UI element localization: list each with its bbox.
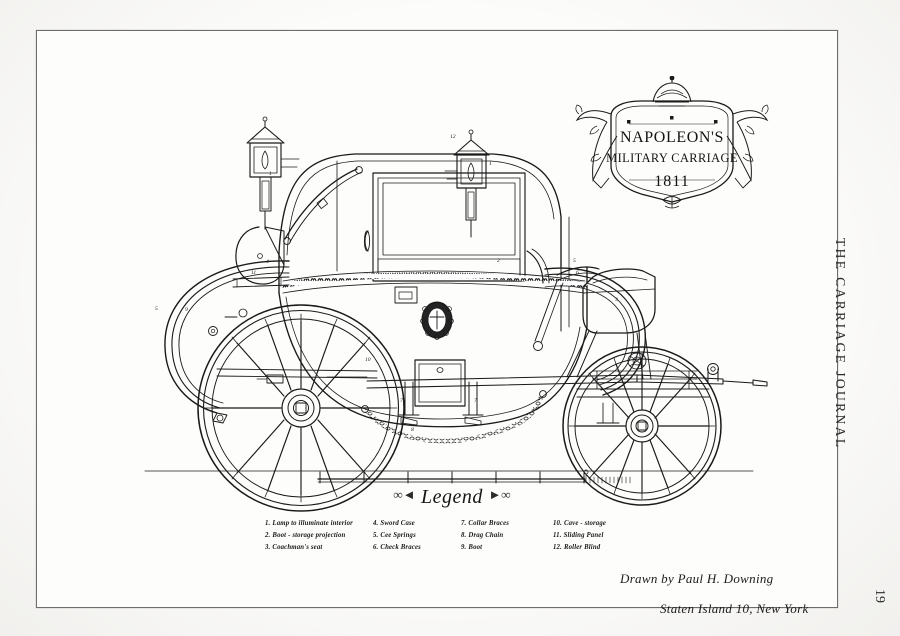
- legend-item-number: 5.: [373, 531, 379, 539]
- legend-column-1: 1.Lamp to illuminate interior 2.Boot - s…: [265, 518, 373, 554]
- svg-text:11: 11: [251, 270, 256, 276]
- page-number: 19: [872, 589, 887, 603]
- legend-item-number: 6.: [373, 543, 379, 551]
- rear-lamp: [246, 116, 300, 230]
- legend-item: 11.Sliding Panel: [553, 530, 653, 542]
- legend-flourish-left: ∞◄: [393, 487, 416, 502]
- check-braces: [283, 166, 550, 284]
- legend-column-2: 4.Sword Case 5.Cee Springs 6.Check Brace…: [373, 518, 461, 554]
- legend-columns: 1.Lamp to illuminate interior 2.Boot - s…: [217, 518, 687, 554]
- rear-wheel: [197, 304, 405, 512]
- legend-item: 1.Lamp to illuminate interior: [265, 518, 373, 530]
- title-cartouche: NAPOLEON'S MILITARY CARRIAGE 1811: [567, 75, 777, 211]
- signature-line-1: Drawn by Paul H. Downing: [620, 571, 774, 586]
- cartouche-line-3: 1811: [654, 173, 690, 190]
- legend-item-number: 3.: [265, 543, 271, 551]
- legend-item: 3.Coachman's seat: [265, 542, 373, 554]
- coachmans-seat: [533, 266, 656, 380]
- carriage-line-art: 1 1 2 3 4 5 5 6 7 7 8 9 10 11 12: [144, 116, 768, 512]
- svg-text:7: 7: [400, 398, 403, 404]
- cartouche-line-2: MILITARY CARRIAGE: [606, 151, 738, 165]
- legend-item-label: Lamp to illuminate interior: [272, 520, 353, 527]
- legend: ∞◄ Legend ►∞ 1.Lamp to illuminate interi…: [217, 486, 687, 554]
- legend-item-label: Sliding Panel: [563, 531, 604, 539]
- undercarriage-perch: [216, 363, 768, 389]
- legend-item-number: 9.: [461, 543, 467, 551]
- legend-item: 5.Cee Springs: [373, 530, 461, 542]
- carriage-drawing: 1 1 2 3 4 5 5 6 7 7 8 9 10 11 12: [37, 31, 837, 616]
- svg-text:6: 6: [576, 270, 579, 276]
- legend-column-4: 10.Cave - storage 11.Sliding Panel 12.Ro…: [553, 518, 653, 554]
- legend-item-label: Collar Braces: [468, 520, 510, 527]
- legend-item-number: 12.: [553, 543, 562, 551]
- signature-line-2: Staten Island 10, New York: [660, 601, 809, 616]
- artist-signature: Drawn by Paul H. Downing Staten Island 1…: [612, 571, 862, 617]
- legend-item: 9.Boot: [461, 542, 553, 554]
- legend-item-label: Check Braces: [380, 543, 421, 551]
- legend-item: 8.Drag Chain: [461, 530, 553, 542]
- boot-cave-box: [414, 359, 466, 407]
- front-lamp: [444, 129, 490, 238]
- svg-text:1: 1: [269, 171, 272, 177]
- svg-text:7: 7: [474, 398, 477, 404]
- front-wheel: [562, 346, 722, 506]
- svg-text:12: 12: [450, 134, 456, 140]
- legend-item-number: 1.: [265, 520, 271, 527]
- drag-chain: [361, 390, 547, 444]
- legend-item: 12.Roller Blind: [553, 542, 653, 554]
- svg-text:10: 10: [365, 357, 371, 363]
- legend-title: ∞◄ Legend ►∞: [217, 486, 687, 509]
- svg-text:3: 3: [614, 297, 618, 303]
- sword-case: [235, 226, 285, 285]
- legend-column-3: 7.Collar Braces 8.Drag Chain 9.Boot: [461, 518, 553, 554]
- svg-text:4: 4: [266, 259, 269, 265]
- legend-item-label: Boot - storage projection: [272, 531, 346, 539]
- legend-title-text: Legend: [421, 486, 483, 508]
- callout-numbers: 1 1 2 3 4 5 5 6 7 7 8 9 10 11 12: [155, 134, 618, 433]
- svg-text:5: 5: [155, 306, 158, 312]
- scale-bar: [144, 469, 754, 484]
- legend-item-label: Drag Chain: [468, 531, 504, 539]
- legend-item: 10.Cave - storage: [553, 518, 653, 530]
- legend-item-label: Cave - storage: [563, 520, 607, 527]
- legend-item-label: Sword Case: [380, 520, 415, 527]
- legend-item-number: 10.: [553, 520, 562, 527]
- legend-item: 6.Check Braces: [373, 542, 461, 554]
- legend-item-label: Coachman's seat: [272, 543, 323, 551]
- front-axle-assembly: [576, 352, 710, 424]
- cartouche-ornament: [575, 75, 769, 209]
- journal-title: THE CARRIAGE JOURNAL: [833, 238, 848, 450]
- legend-item-label: Boot: [468, 543, 483, 551]
- rear-spring-bar: [224, 308, 368, 384]
- svg-text:9: 9: [185, 307, 188, 313]
- legend-item: 2.Boot - storage projection: [265, 530, 373, 542]
- collar-braces: [398, 381, 484, 426]
- svg-text:1: 1: [489, 161, 492, 167]
- heraldic-crest: [420, 301, 454, 340]
- legend-item-number: 2.: [265, 531, 271, 539]
- svg-text:8: 8: [411, 427, 414, 433]
- svg-text:5: 5: [573, 258, 576, 264]
- legend-item-number: 7.: [461, 520, 467, 527]
- legend-flourish-right: ►∞: [488, 487, 511, 502]
- plate-frame: 1 1 2 3 4 5 5 6 7 7 8 9 10 11 12: [36, 30, 838, 616]
- legend-item-number: 4.: [373, 520, 379, 527]
- legend-item-label: Cee Springs: [380, 531, 416, 539]
- carriage-body: [278, 153, 588, 428]
- svg-text:2: 2: [497, 258, 500, 264]
- legend-item-number: 11.: [553, 531, 562, 539]
- legend-item: 4.Sword Case: [373, 518, 461, 530]
- legend-item-number: 8.: [461, 531, 467, 539]
- legend-item: 7.Collar Braces: [461, 518, 553, 530]
- sliding-panel: [208, 276, 290, 336]
- cartouche-line-1: NAPOLEON'S: [620, 129, 724, 146]
- legend-item-label: Roller Blind: [563, 543, 601, 551]
